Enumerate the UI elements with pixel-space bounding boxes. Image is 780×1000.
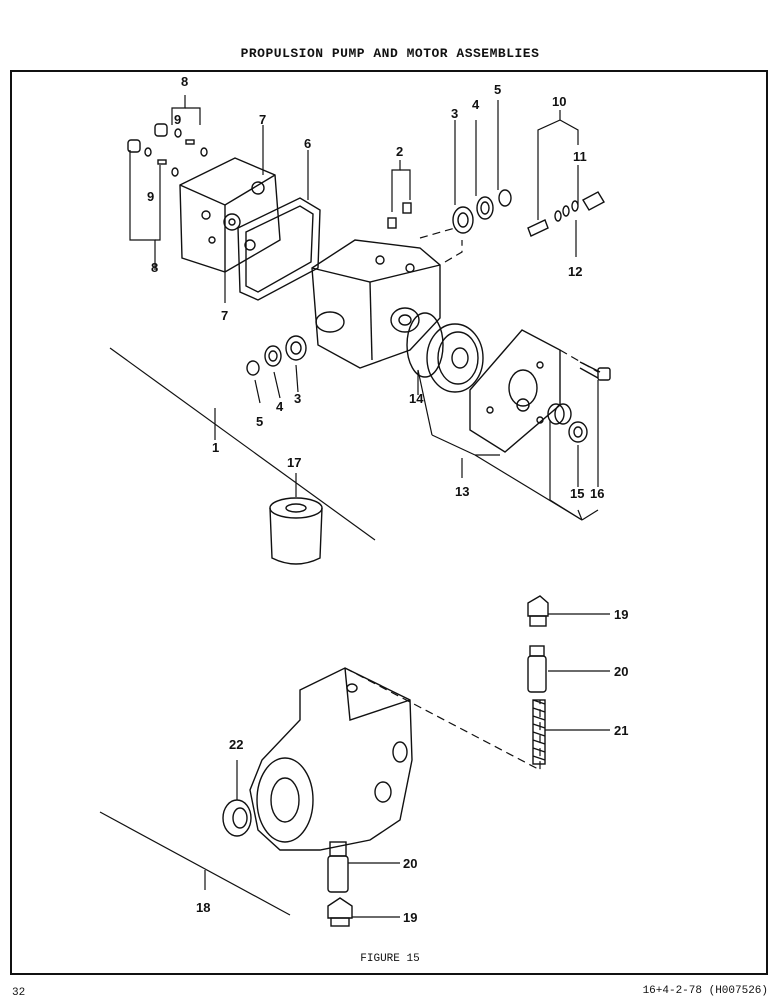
callout-3-upper: 3 [451, 106, 458, 121]
callout-7-lower: 7 [221, 308, 228, 323]
callout-10: 10 [552, 94, 566, 109]
page-number: 32 [12, 987, 26, 999]
pump-end-cover [179, 157, 281, 273]
charge-pump-gerotor [406, 312, 484, 393]
callout-9-upper: 9 [174, 112, 181, 127]
callout-8-lower: 8 [151, 260, 158, 275]
shaft-seals-lower [246, 335, 307, 376]
callout-17: 17 [287, 455, 301, 470]
valve-plug-upper [527, 595, 549, 627]
callout-1: 1 [212, 440, 219, 455]
callout-20-lower: 20 [403, 856, 417, 871]
callout-6: 6 [304, 136, 311, 151]
figure-frame [10, 70, 768, 975]
valve-spool-upper [527, 645, 547, 693]
dashed-assembly-lines [344, 227, 599, 771]
motor-housing [249, 667, 413, 851]
figure-title: PROPULSION PUMP AND MOTOR ASSEMBLIES [240, 46, 540, 61]
callout-4-upper: 4 [472, 97, 480, 112]
callout-7-upper: 7 [259, 112, 266, 127]
callout-14: 14 [409, 391, 424, 406]
callout-4-lower: 4 [276, 399, 284, 414]
filter-element [269, 497, 323, 565]
callout-16: 16 [590, 486, 604, 501]
bushing-and-bolt [547, 361, 611, 443]
callout-19-lower: 19 [403, 910, 417, 925]
callout-3-lower: 3 [294, 391, 301, 406]
callout-12: 12 [568, 264, 582, 279]
callout-19-upper: 19 [614, 607, 628, 622]
callout-labels: 1 2 3 3 4 4 5 5 6 7 7 8 8 9 9 10 11 12 1… [147, 74, 628, 925]
pump-housing [311, 202, 441, 369]
shaft-seals-upper [452, 189, 512, 234]
valve-spring [532, 699, 546, 765]
callout-5-upper: 5 [494, 82, 501, 97]
callout-2: 2 [396, 144, 403, 159]
fittings [127, 123, 208, 177]
gasket [237, 197, 321, 301]
callout-5-lower: 5 [256, 414, 263, 429]
figure-caption: FIGURE 15 [360, 953, 420, 965]
callout-21: 21 [614, 723, 628, 738]
callout-11: 11 [573, 149, 587, 164]
document-id: 16+4-2-78 (H007526) [642, 985, 768, 997]
callout-15: 15 [570, 486, 584, 501]
relief-valve-parts [527, 191, 605, 237]
motor-shaft-seal [222, 799, 252, 837]
callout-18: 18 [196, 900, 210, 915]
valve-spool-lower [327, 841, 349, 893]
valve-plug-lower [327, 897, 353, 927]
callout-13: 13 [455, 484, 469, 499]
charge-pump-plate [469, 329, 561, 453]
callout-9-lower: 9 [147, 189, 154, 204]
leader-lines [99, 95, 610, 918]
callout-8-upper: 8 [181, 74, 188, 89]
callout-22: 22 [229, 737, 243, 752]
callout-20-upper: 20 [614, 664, 628, 679]
